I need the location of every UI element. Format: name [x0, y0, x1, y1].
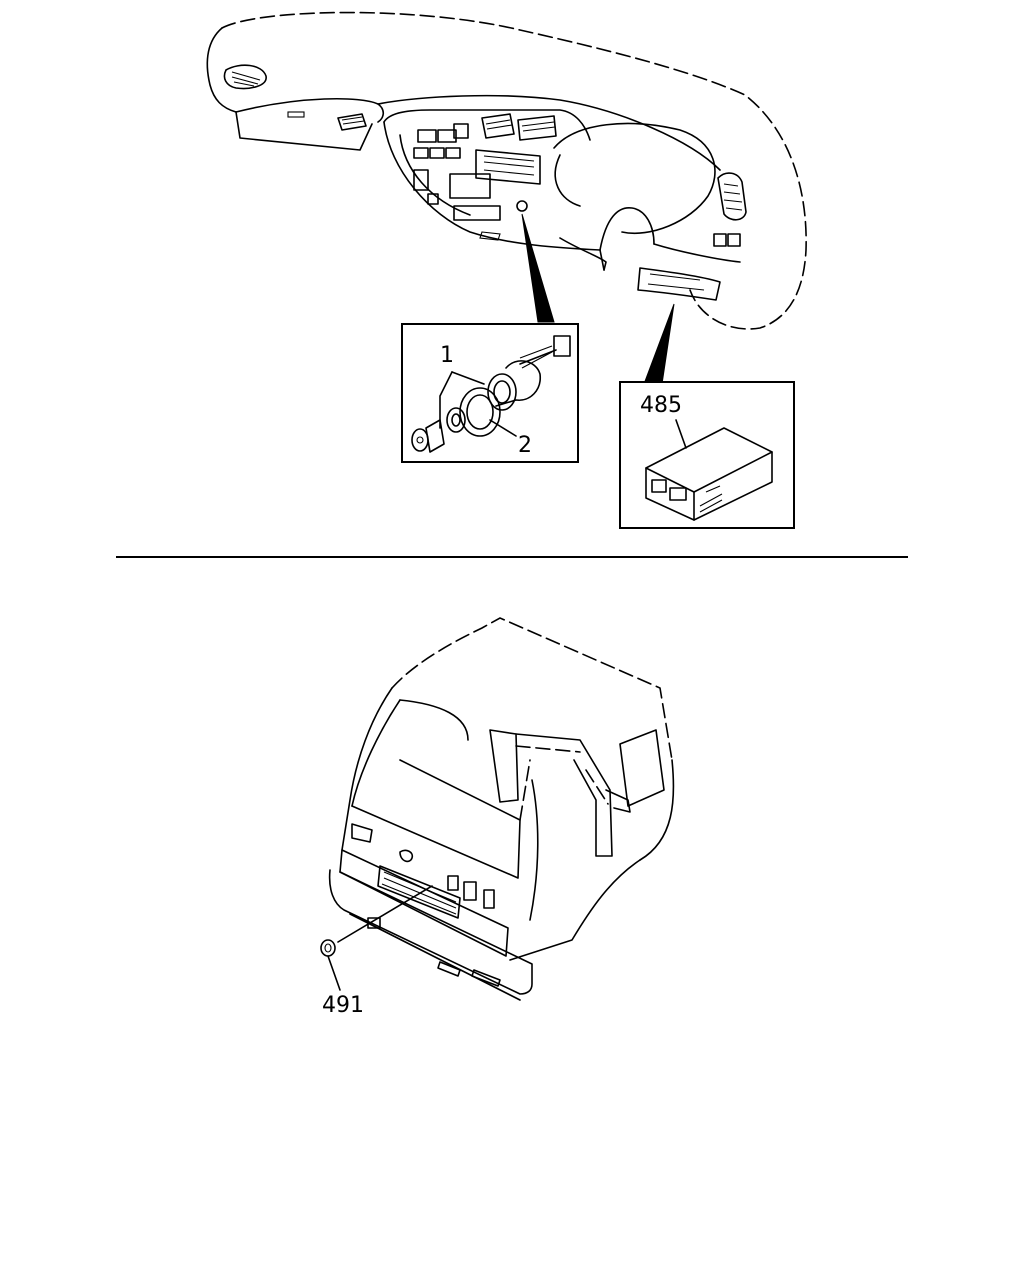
callout-485: 485 — [640, 393, 682, 418]
control-unit-icon — [645, 419, 773, 521]
leader-wedge-unit — [643, 303, 675, 385]
callout-2: 2 — [518, 433, 532, 458]
callout-491: 491 — [322, 993, 364, 1018]
callout-1: 1 — [440, 343, 454, 368]
truck-cab-icon — [328, 617, 675, 1001]
dashboard-icon — [206, 11, 807, 330]
grommet-plug-icon — [320, 885, 433, 991]
leader-wedge-switch — [521, 213, 555, 323]
switch-assembly-icon — [411, 335, 571, 453]
